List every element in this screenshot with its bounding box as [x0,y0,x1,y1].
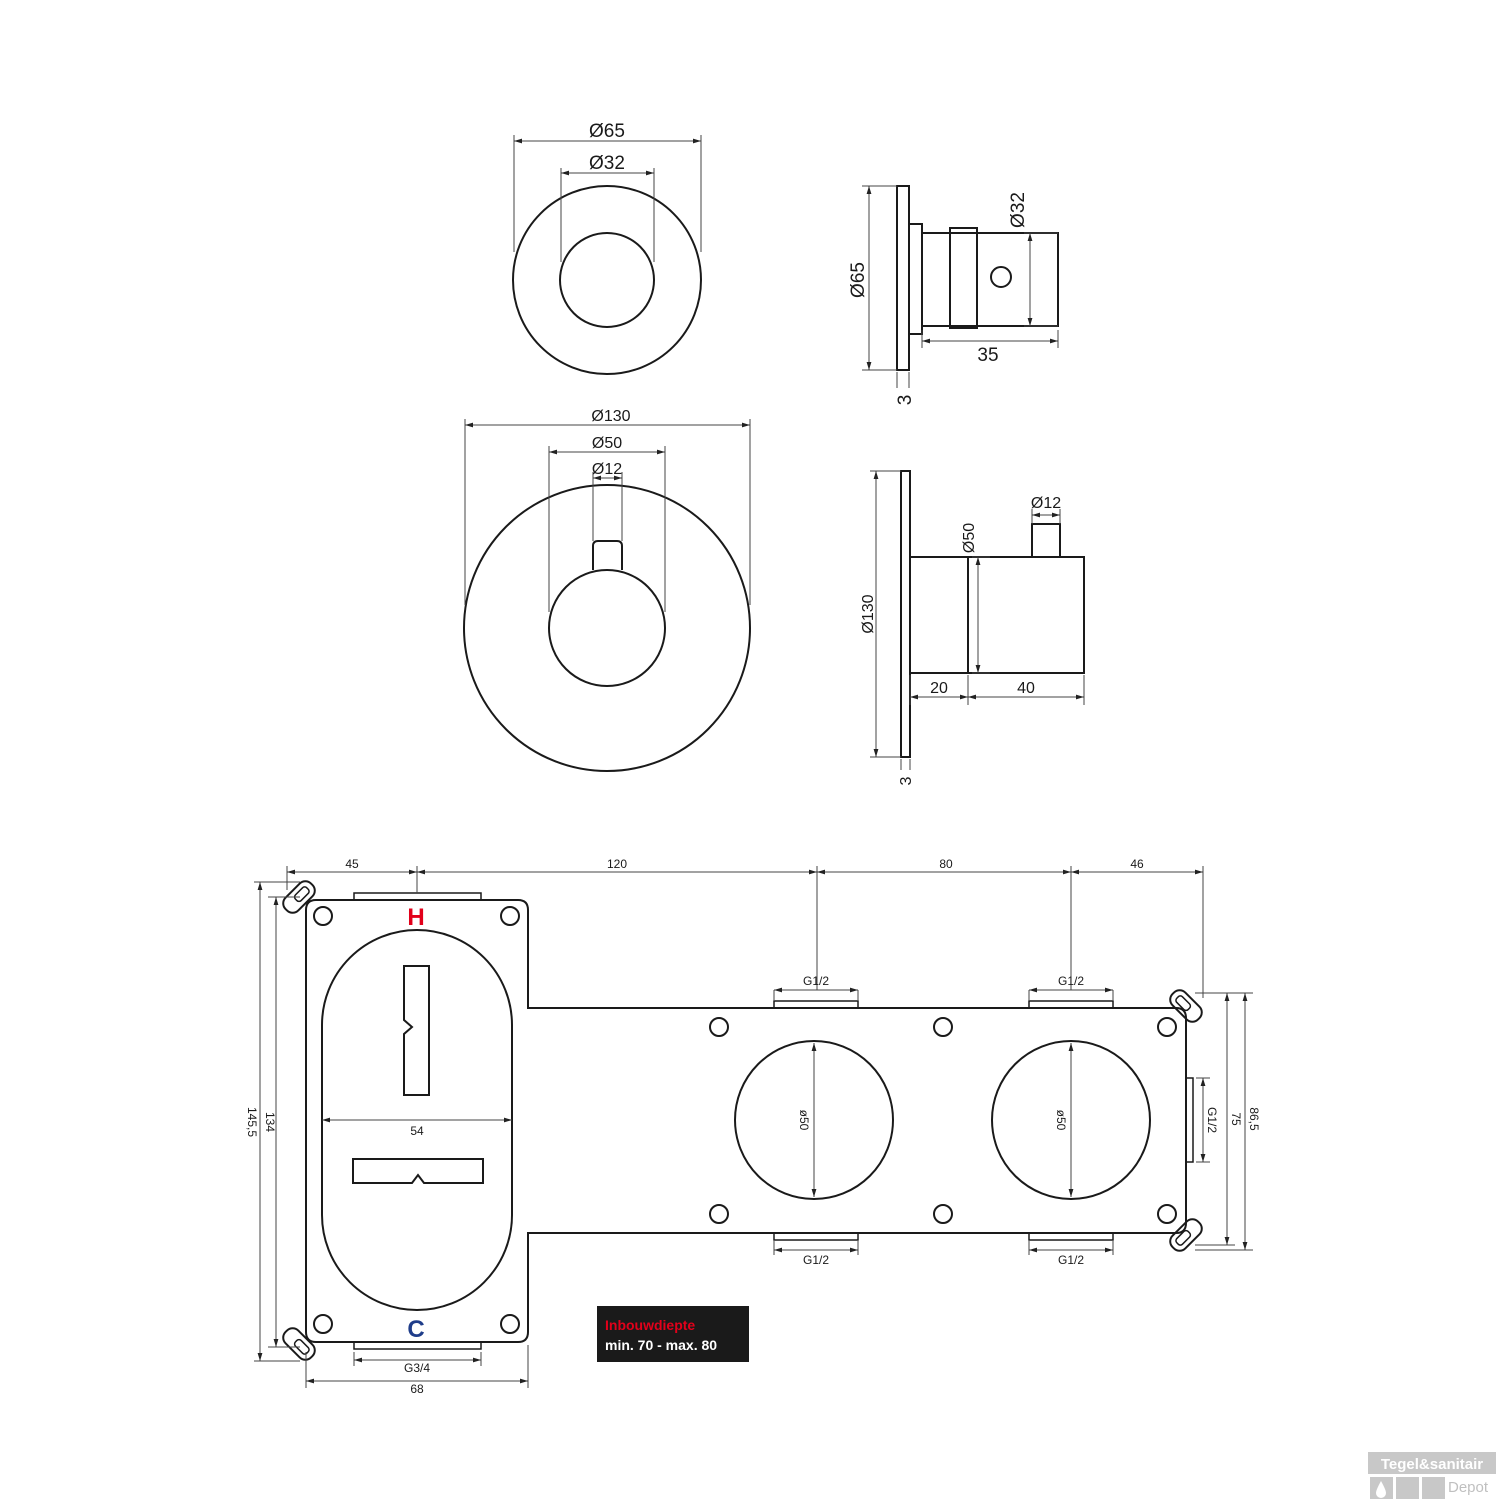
dim-circle-2: ø50 [1054,1110,1068,1131]
dim-top-2: 120 [607,857,627,871]
dim-thickness: 3 [895,395,916,406]
dim-outer: Ø65 [589,121,625,142]
dim-top-4: 46 [1130,857,1144,871]
drop-icon [1376,1481,1386,1498]
dim-left-1: 145,5 [245,1107,259,1137]
dim-body: Ø50 [961,523,978,553]
dim-right-2: 86,5 [1247,1107,1261,1131]
valve-circle-2 [991,1040,1151,1200]
logo-line2: Depot [1448,1479,1489,1496]
dim-inner-width: 54 [410,1124,424,1138]
dim-plate: Ø130 [860,594,877,633]
hot-label: H [407,904,424,931]
dim-box-width: 68 [410,1382,424,1396]
front-view-large: Ø130 Ø50 Ø12 [463,408,751,772]
dim-body: Ø32 [1008,192,1029,228]
dim-len-a: 20 [930,680,948,697]
port-right: G1/2 [1205,1107,1219,1133]
brand-logo: Tegel&sanitair Depot [1368,1452,1496,1499]
dim-inner: Ø50 [592,435,622,452]
mounting-ears [282,880,1203,1361]
front-view-small: Ø65 Ø32 [512,121,702,375]
port-top-1: G1/2 [803,974,829,988]
port-bottom-1: G1/2 [803,1253,829,1267]
port-top-2: G1/2 [1058,974,1084,988]
install-depth-title: Inbouwdiepte [605,1317,695,1333]
dim-right-1: 75 [1229,1112,1243,1126]
dim-outer: Ø130 [591,408,630,425]
dim-thickness: 3 [898,776,915,785]
dim-len-b: 40 [1017,680,1035,697]
port-g34: G3/4 [404,1361,430,1375]
valve-circle-1 [734,1040,894,1200]
dim-plate: Ø65 [848,262,869,298]
dim-left-2: 134 [263,1112,277,1132]
cold-label: C [407,1316,424,1343]
dim-top-1: 45 [345,857,359,871]
logo-line1: Tegel&sanitair [1381,1456,1483,1473]
built-in-box-plan: ø50 ø50 H C 45 120 80 46 145,5 1 [245,857,1261,1396]
dim-knob: Ø12 [592,461,622,478]
install-depth-value: min. 70 - max. 80 [605,1337,717,1353]
dim-circle-1: ø50 [797,1110,811,1131]
port-bottom-2: G1/2 [1058,1253,1084,1267]
side-view-small: Ø65 Ø32 35 3 [848,185,1059,406]
side-view-large: Ø130 Ø50 Ø12 20 40 3 [860,470,1085,785]
dim-top-3: 80 [939,857,953,871]
dim-knob: Ø12 [1031,495,1061,512]
install-depth-note: Inbouwdiepte min. 70 - max. 80 [597,1306,749,1362]
mounting-holes [313,906,1177,1334]
dim-inner: Ø32 [589,153,625,174]
dim-length: 35 [977,345,998,366]
